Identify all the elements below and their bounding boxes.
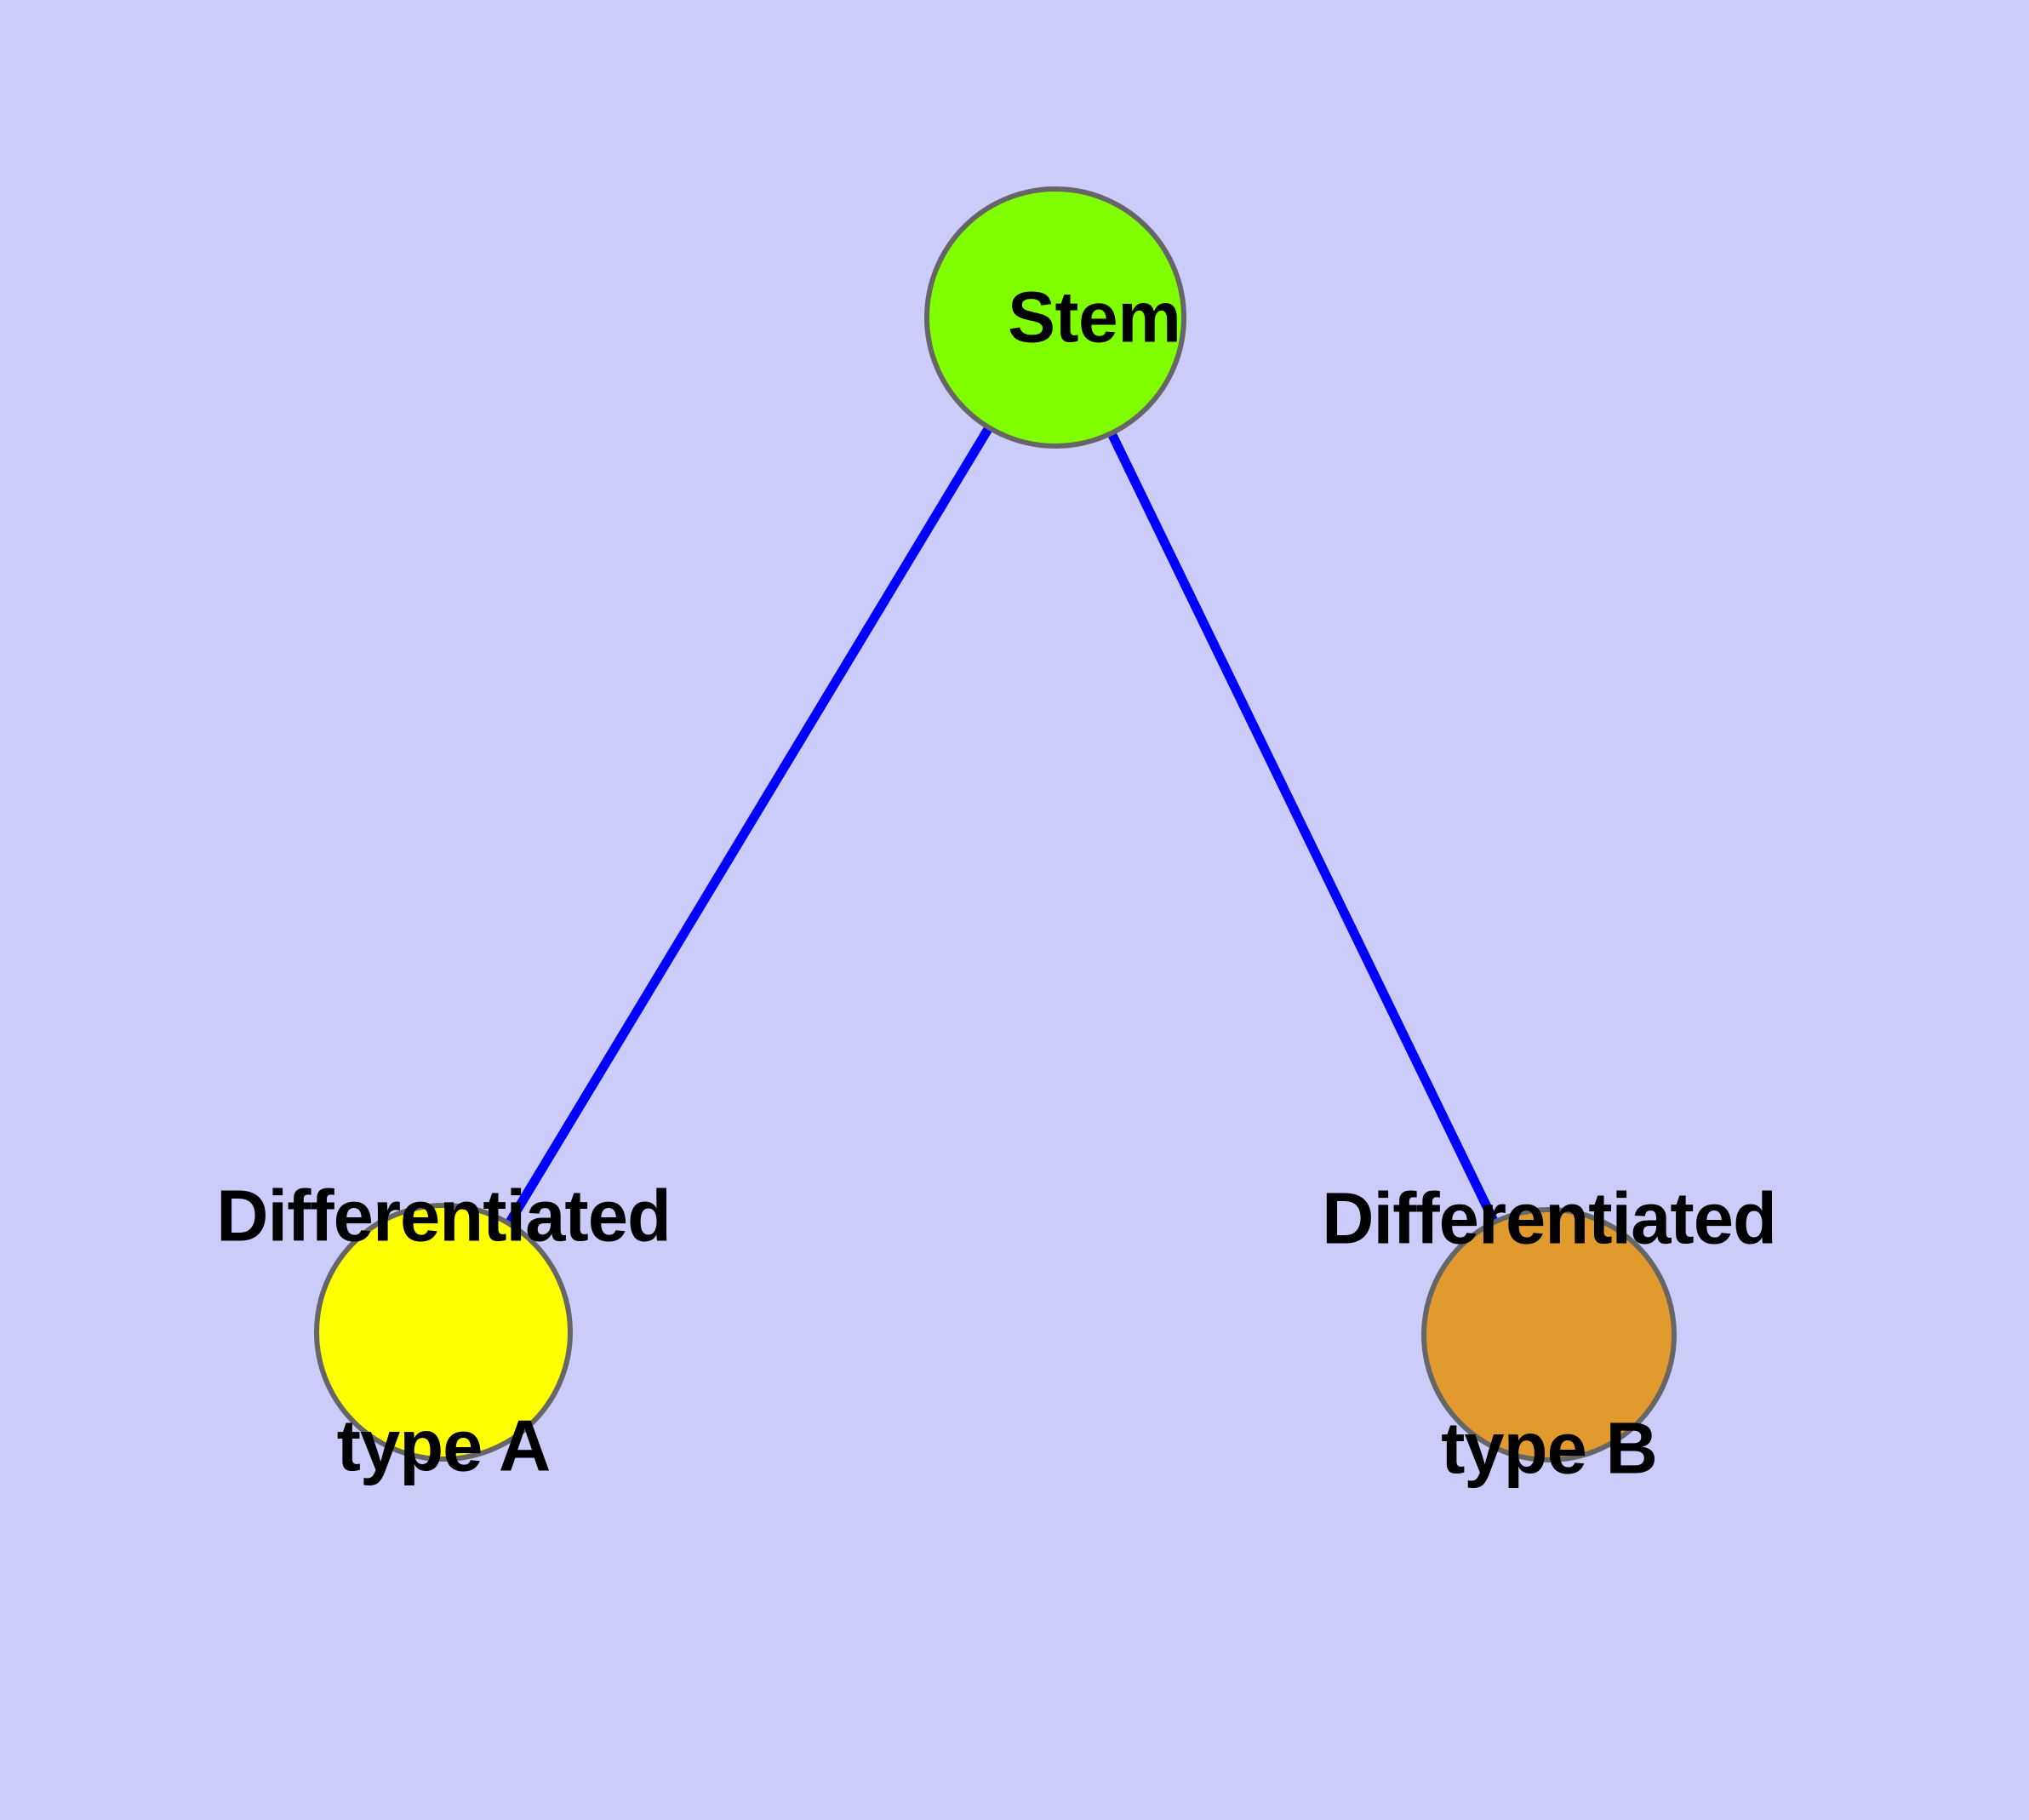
- node-stem[interactable]: [924, 186, 1186, 449]
- edges-layer: [503, 422, 1500, 1228]
- edge-stem-to-differentiated-type-a[interactable]: [503, 422, 995, 1228]
- node-differentiated-type-a[interactable]: [314, 1203, 573, 1462]
- nodes-layer: [314, 186, 1677, 1462]
- node-differentiated-type-b[interactable]: [1421, 1207, 1677, 1462]
- edge-stem-to-differentiated-type-b[interactable]: [1106, 428, 1500, 1227]
